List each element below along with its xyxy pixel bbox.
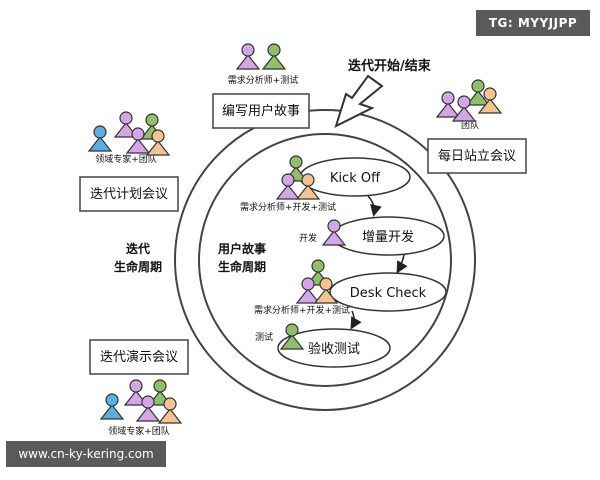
iteration-demo-people: 领域专家+团队 xyxy=(108,425,170,437)
stage-kickoff-people: 需求分析师+开发+测试 xyxy=(240,201,336,213)
person-icon xyxy=(451,95,477,122)
iteration-planning-label: 迭代计划会议 xyxy=(90,187,168,202)
person-icon xyxy=(275,173,301,200)
person-icon xyxy=(465,79,491,106)
person-icon xyxy=(477,87,503,114)
iteration-planning-box xyxy=(79,176,179,212)
down-arrow-icon xyxy=(334,74,384,128)
iteration-demo-label: 迭代演示会议 xyxy=(100,349,178,365)
stage-acceptance-people: 测试 xyxy=(255,331,273,343)
write-story-label: 编写用户故事 xyxy=(222,103,300,119)
write-story-people: 需求分析师+测试 xyxy=(228,74,299,86)
daily-standup-people: 团队 xyxy=(461,119,479,131)
person-icon xyxy=(87,125,113,152)
iteration-cycle-label-line1: 迭代 xyxy=(126,241,150,256)
iteration-demo-box xyxy=(89,339,189,375)
start-end-label: 迭代开始/结束 xyxy=(348,58,432,74)
flow-arrow-icon xyxy=(350,310,362,330)
person-icon xyxy=(235,43,261,70)
person-icon xyxy=(99,393,125,420)
stage-kickoff-label: Kick Off xyxy=(330,171,381,186)
watermark-top: TG: MYYJJPP xyxy=(476,10,590,36)
person-icon xyxy=(321,219,347,246)
person-icon xyxy=(125,127,151,154)
person-icon xyxy=(261,43,287,70)
stage-acceptance xyxy=(277,328,391,368)
flow-arrow-icon xyxy=(396,254,408,274)
write-story-box xyxy=(212,93,310,129)
flow-arrow-icon xyxy=(367,195,382,217)
person-icon xyxy=(135,395,161,422)
story-cycle-label-line2: 生命周期 xyxy=(218,259,266,274)
person-icon xyxy=(435,91,461,118)
stage-deskcheck-label: Desk Check xyxy=(350,286,427,301)
people-layer xyxy=(87,43,503,424)
daily-standup-box xyxy=(427,138,527,174)
person-icon xyxy=(295,173,321,200)
stage-deskcheck-people: 需求分析师+开发+测试 xyxy=(254,304,350,316)
stage-dev-people: 开发 xyxy=(299,232,317,244)
person-icon xyxy=(279,323,305,350)
stage-acceptance-label: 验收测试 xyxy=(308,341,360,357)
iteration-cycle-label-line2: 生命周期 xyxy=(114,259,162,274)
person-icon xyxy=(145,129,171,156)
daily-standup-label: 每日站立会议 xyxy=(438,148,516,164)
story-cycle-label-line1: 用户故事 xyxy=(217,241,266,256)
stage-dev-label: 增量开发 xyxy=(362,229,414,245)
person-icon xyxy=(157,397,183,424)
iteration-planning-people: 领域专家+团队 xyxy=(95,153,157,165)
person-icon xyxy=(313,277,339,304)
person-icon xyxy=(295,277,321,304)
iteration-cycle-inner xyxy=(198,133,452,387)
stage-deskcheck xyxy=(329,272,447,312)
watermark-bottom: www.cn-ky-kering.com xyxy=(6,441,166,467)
